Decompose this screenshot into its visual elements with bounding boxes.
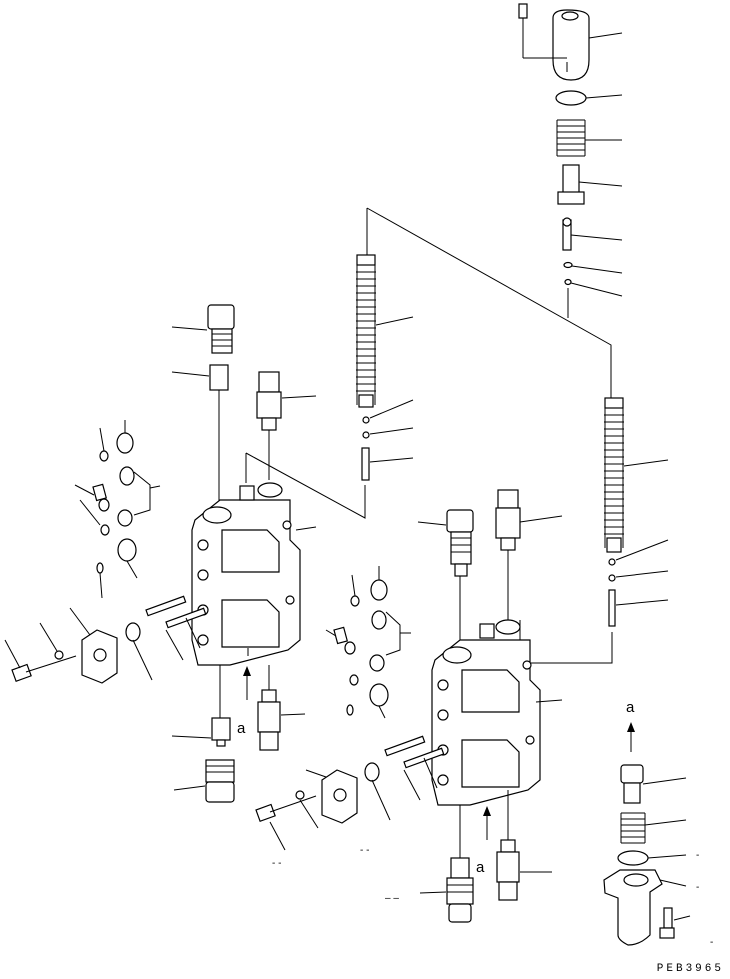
spacer-part bbox=[209, 364, 229, 391]
blank-item-marks: - - - - – – - - - bbox=[272, 845, 713, 948]
blank-mark: - bbox=[710, 937, 713, 948]
bolt-part bbox=[518, 3, 528, 32]
leader-lines-top-right bbox=[570, 32, 623, 297]
spring-part-view-a bbox=[620, 812, 687, 844]
blank-mark: - bbox=[696, 850, 699, 861]
bottom-plug-part bbox=[173, 759, 235, 803]
assembly-connection-lines bbox=[245, 207, 613, 664]
bolt-washer-part-right bbox=[255, 790, 319, 851]
spring-part bbox=[556, 119, 586, 157]
flange-part-right bbox=[305, 769, 358, 824]
view-marker-a-right: a bbox=[476, 859, 485, 876]
plug-part-right bbox=[417, 509, 474, 577]
flange-part bbox=[69, 607, 118, 684]
drawing-code: PEB3965 bbox=[656, 963, 724, 975]
bottom-long-plug-right bbox=[419, 857, 474, 923]
o-ring-view-a bbox=[617, 850, 649, 866]
right-spool-stack bbox=[604, 397, 669, 627]
pressure-valve-part bbox=[256, 371, 317, 480]
bolt-washer-part bbox=[4, 622, 77, 683]
small-seal-part bbox=[563, 261, 573, 269]
pin-part bbox=[562, 217, 572, 251]
o-ring-part bbox=[555, 90, 587, 106]
view-a-parts: a bbox=[603, 699, 691, 946]
view-marker-a-bottom-right: a bbox=[626, 699, 635, 716]
seal-pins bbox=[125, 595, 207, 681]
bottom-valve-part bbox=[257, 689, 306, 751]
valve-body-part bbox=[191, 482, 317, 666]
top-right-valve-stack bbox=[518, 3, 623, 297]
arrow-to-marker-a-right bbox=[483, 806, 491, 840]
small-seal-part-2 bbox=[564, 278, 572, 286]
loose-seal-group-right bbox=[325, 566, 411, 719]
piston-part bbox=[620, 764, 687, 804]
arrow-to-marker-a bbox=[243, 666, 251, 700]
blank-mark: - - bbox=[272, 858, 281, 869]
seal-pins-right bbox=[364, 735, 445, 821]
view-a-arrow bbox=[627, 722, 635, 752]
housing-part bbox=[603, 869, 687, 946]
left-valve-assembly: a bbox=[4, 304, 317, 803]
valve-body-part-right bbox=[431, 619, 563, 806]
middle-spool-stack bbox=[356, 254, 414, 481]
plug-part bbox=[207, 304, 235, 354]
view-marker-a: a bbox=[237, 720, 246, 737]
pressure-valve-part-right bbox=[495, 489, 563, 620]
blank-mark: - - bbox=[360, 845, 369, 856]
blank-mark: - bbox=[696, 882, 699, 893]
loose-seal-group-left bbox=[74, 420, 161, 599]
bottom-valve-part-right bbox=[496, 839, 552, 901]
right-valve-assembly: a bbox=[255, 489, 563, 923]
bolt-part-view-a bbox=[659, 907, 691, 939]
spool-part bbox=[557, 164, 585, 205]
bottom-spacer-part bbox=[171, 717, 231, 747]
blank-mark: – – bbox=[385, 893, 399, 904]
cap-part bbox=[552, 9, 590, 81]
